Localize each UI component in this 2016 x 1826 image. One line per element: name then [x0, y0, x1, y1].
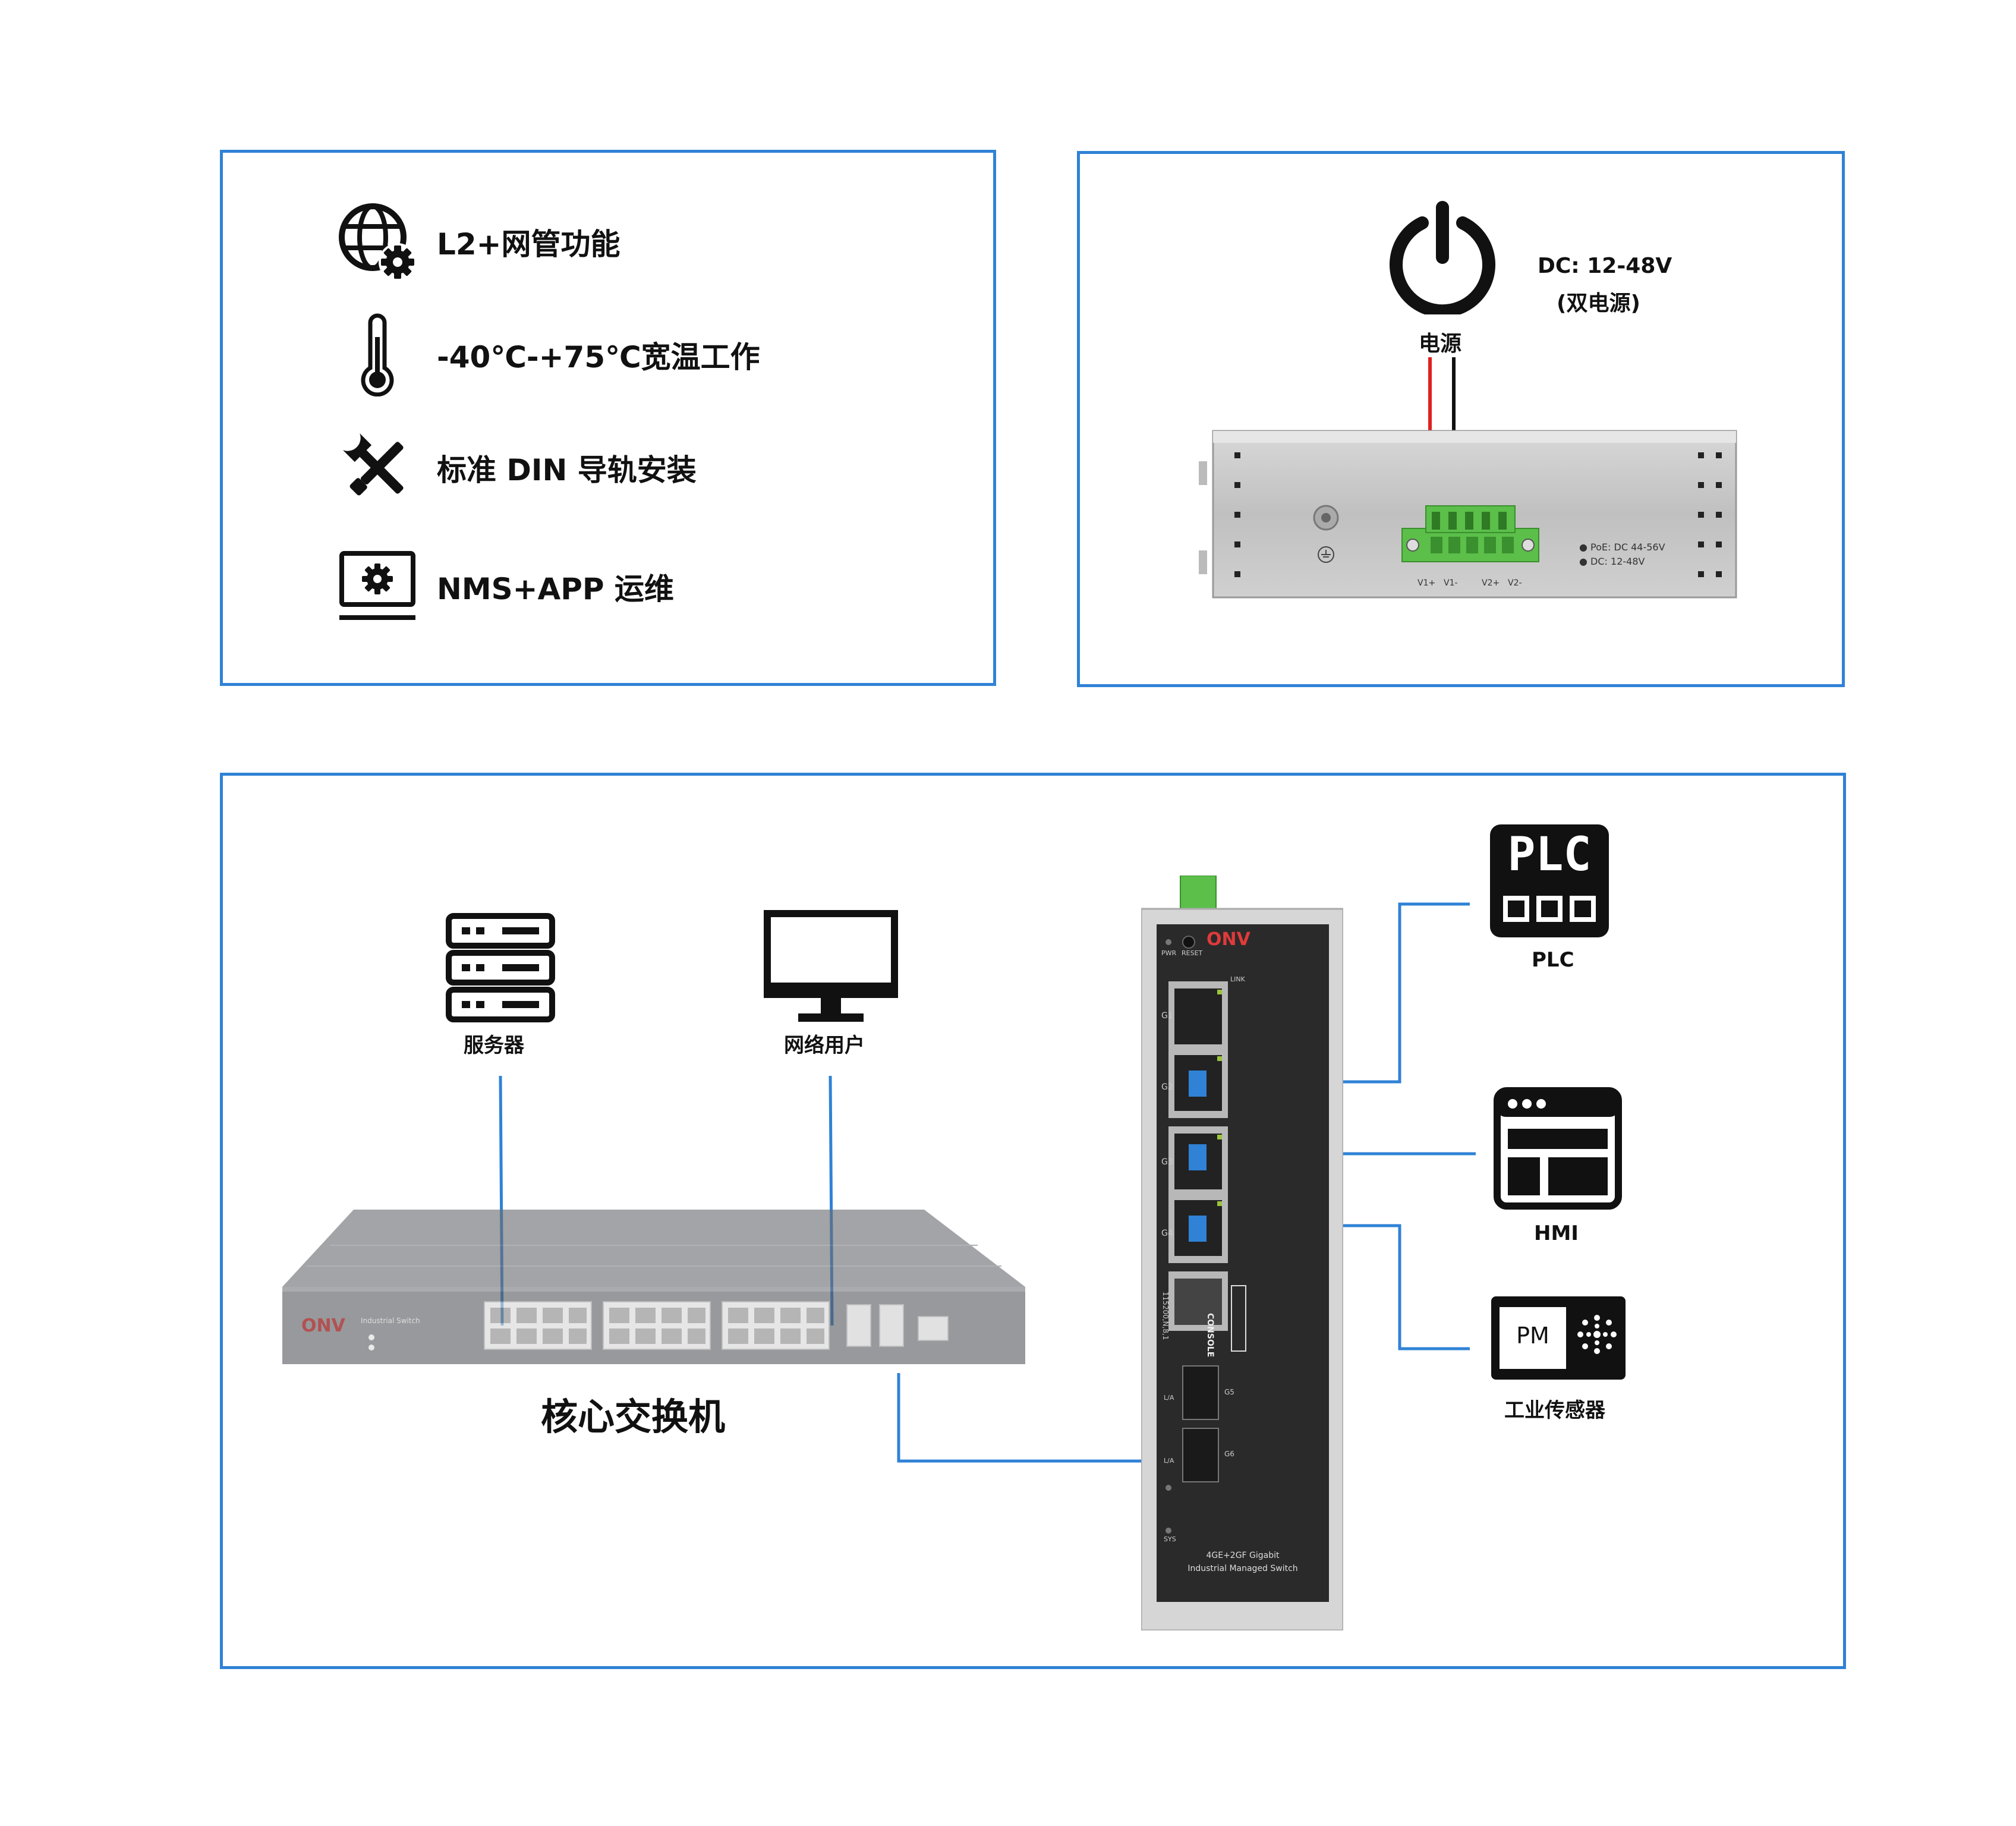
power-icon [1383, 196, 1502, 314]
power-dual: (双电源) [1557, 291, 1640, 316]
pwr-label: PWR [1161, 949, 1177, 957]
core-switch [282, 1210, 1025, 1370]
baud-label: 115200,N,8,1 [1161, 1292, 1170, 1340]
network-panel: 服务器 网络用户 [220, 773, 1846, 1669]
la-label-2: L/A [1164, 1457, 1174, 1465]
link-label: LINK [1230, 975, 1245, 983]
feature-l2-management: L2+网管功能 [336, 200, 620, 284]
port-g3: G3 [1161, 1157, 1173, 1167]
model-line-1: 4GE+2GF Gigabit [1206, 1551, 1280, 1560]
power-label: 电源 [1419, 332, 1462, 356]
server-icon [444, 911, 557, 1024]
note-poe: ● PoE: DC 44-56V [1579, 541, 1665, 553]
port-g5: G5 [1224, 1388, 1234, 1396]
la-label-1: L/A [1164, 1394, 1174, 1402]
industrial-switch: ONV PWR RESET LINK G1 G2 G3 G4 CONSOLE 1… [1141, 876, 1343, 1630]
port-g6: G6 [1224, 1450, 1234, 1458]
user-label: 网络用户 [784, 1034, 865, 1057]
power-voltage: DC: 12-48V [1538, 254, 1672, 278]
feature-nms-app: NMS+APP 运维 [336, 545, 674, 628]
feature-label: 标准 DIN 导轨安装 [437, 453, 697, 487]
thermometer-icon [336, 313, 419, 396]
plc-label: PLC [1532, 948, 1574, 972]
core-switch-label: 核心交换机 [541, 1395, 726, 1438]
sensor-icon: PM [1491, 1296, 1626, 1380]
note-dc: ● DC: 12-48V [1579, 556, 1645, 567]
tools-icon [336, 426, 419, 509]
reset-label: RESET [1182, 949, 1203, 957]
power-panel: 电源 DC: 12-48V (双电源) [1077, 151, 1845, 687]
port-g4: G4 [1161, 1229, 1173, 1238]
server-label: 服务器 [464, 1034, 524, 1057]
feature-label: NMS+APP 运维 [437, 572, 674, 606]
hmi-icon [1492, 1086, 1623, 1211]
plc-icon-text: PLC [1507, 828, 1592, 881]
port-g1: G1 [1161, 1011, 1173, 1021]
hmi-label: HMI [1534, 1221, 1579, 1245]
terminal-v2n: V2- [1508, 578, 1522, 588]
terminal-v1n: V1- [1444, 578, 1458, 588]
switch-side-view [1199, 429, 1746, 601]
feature-label: -40℃-+75℃宽温工作 [437, 340, 760, 374]
plc-icon: PLC [1490, 824, 1609, 937]
feature-label: L2+网管功能 [437, 227, 620, 262]
port-g2: G2 [1161, 1082, 1173, 1092]
sys-label: SYS [1164, 1535, 1176, 1543]
sensor-label: 工业传感器 [1504, 1399, 1605, 1422]
monitor-gear-icon [336, 545, 419, 628]
console-label: CONSOLE [1205, 1313, 1215, 1358]
model-line-2: Industrial Managed Switch [1187, 1564, 1298, 1573]
switch-brand: ONV [1207, 929, 1250, 950]
features-panel: L2+网管功能 -40℃-+75℃宽温工作 [220, 150, 996, 686]
feature-wide-temperature: -40℃-+75℃宽温工作 [336, 313, 760, 396]
globe-gear-icon [336, 200, 419, 284]
terminal-v1p: V1+ [1418, 578, 1436, 588]
sensor-icon-text: PM [1516, 1323, 1549, 1349]
terminal-v2p: V2+ [1482, 578, 1500, 588]
monitor-icon [763, 909, 899, 1028]
core-brand: ONV [301, 1315, 345, 1336]
core-model: Industrial Switch [361, 1317, 420, 1325]
feature-din-rail: 标准 DIN 导轨安装 [336, 426, 697, 509]
